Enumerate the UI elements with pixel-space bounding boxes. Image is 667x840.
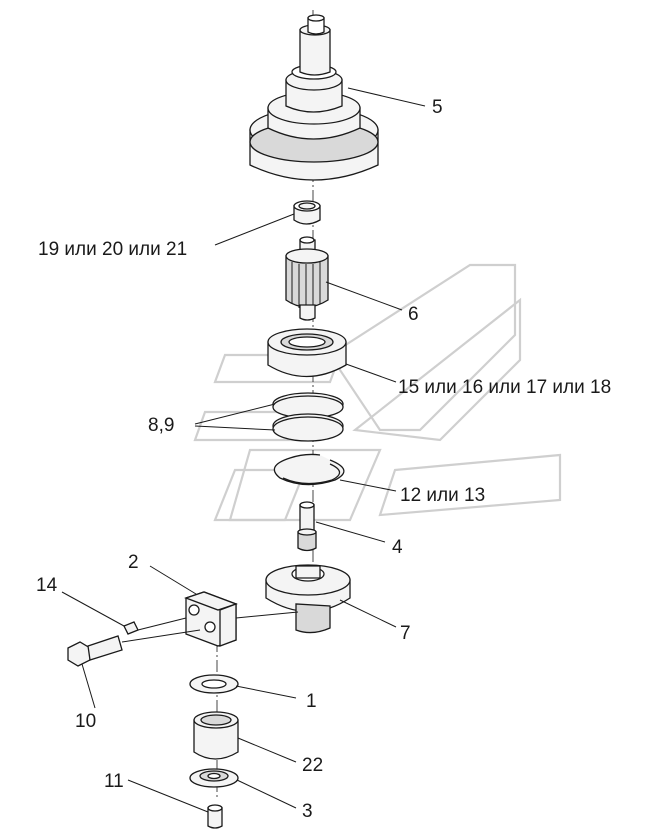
part-1-washer: [189, 674, 239, 694]
part-22-bushing: [193, 711, 239, 760]
callout-2: 2: [128, 552, 139, 573]
leader-lines: [61, 87, 426, 813]
callout-11: 11: [104, 771, 124, 792]
part-2-tee-fitting: [184, 591, 238, 647]
callout-1: 1: [306, 691, 317, 712]
part-4-pin: [297, 501, 317, 552]
callout-14: 14: [36, 575, 58, 596]
callout-5: 5: [432, 97, 443, 118]
callout-7: 7: [400, 623, 411, 644]
part-3-washer: [189, 768, 239, 788]
callout-8-9: 8,9: [148, 415, 175, 436]
part-5-housing: [249, 14, 379, 181]
part-19-bushing: [293, 200, 321, 225]
callout-10: 10: [75, 711, 97, 732]
callout-3: 3: [302, 801, 313, 822]
callout-19: 19 или 20 или 21: [38, 239, 188, 260]
part-8-9-rings: [272, 392, 344, 442]
callout-22: 22: [302, 755, 324, 776]
callout-4: 4: [392, 537, 403, 558]
part-15-bearing: [267, 328, 347, 378]
part-10-bolt: [67, 635, 123, 667]
part-6-gear-shaft: [285, 236, 329, 321]
part-12-open-ring: [273, 453, 345, 486]
callout-15: 15 или 16 или 17 или 18: [398, 377, 612, 398]
callout-12: 12 или 13: [400, 485, 486, 506]
part-11-screw: [207, 804, 223, 829]
callout-6: 6: [408, 304, 419, 325]
part-14-nipple: [123, 621, 139, 635]
part-7-base: [265, 564, 351, 634]
